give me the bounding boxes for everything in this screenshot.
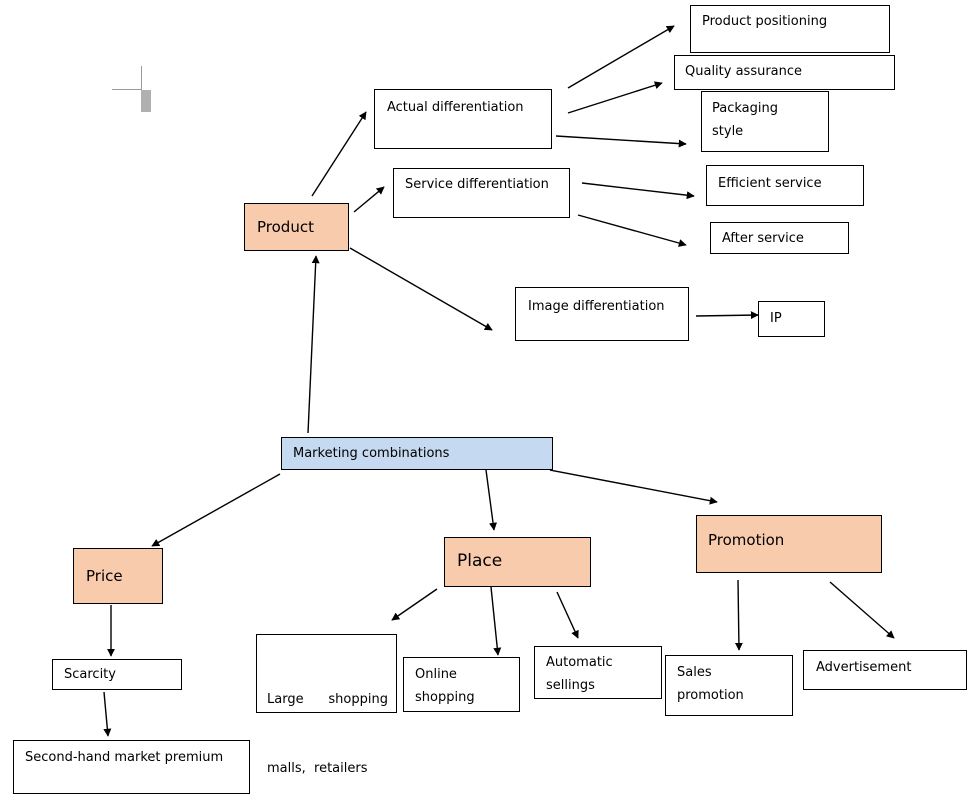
arrow-product-image — [349, 247, 493, 331]
scarcity-node: Scarcity — [52, 659, 182, 690]
automatic-sellings-node: Automatic sellings — [534, 646, 662, 699]
online-shopping-node: Online shopping — [403, 657, 520, 712]
ip-label: IP — [770, 311, 782, 326]
large-shopping-line2: malls, retailers — [267, 761, 368, 776]
arrow-image-ip — [695, 311, 759, 320]
arrow-marketing-product — [307, 255, 320, 434]
sales-promotion-node: Sales promotion — [665, 655, 793, 716]
product-positioning-node: Product positioning — [690, 5, 890, 53]
quality-assurance-node: Quality assurance — [674, 55, 895, 90]
arrow-place-automatic — [556, 591, 579, 639]
product-label: Product — [257, 218, 314, 236]
sales-promotion-line1: Sales — [677, 665, 712, 680]
efficient-service-label: Efficient service — [718, 176, 822, 191]
actual-differentiation-node: Actual differentiation — [374, 89, 552, 149]
marketing-combinations-label: Marketing combinations — [293, 446, 450, 461]
arrow-service-efficient — [581, 182, 695, 200]
quality-assurance-label: Quality assurance — [685, 64, 803, 79]
arrow-marketing-promotion — [549, 469, 718, 505]
arrow-place-online — [490, 586, 502, 656]
place-label: Place — [457, 551, 503, 571]
marketing-combinations-node: Marketing combinations — [281, 437, 553, 470]
product-positioning-label: Product positioning — [702, 14, 828, 29]
arrow-marketing-place — [485, 469, 498, 531]
place-node: Place — [444, 537, 591, 587]
promotion-node: Promotion — [696, 515, 882, 573]
arrow-actual-positioning — [567, 25, 675, 89]
image-differentiation-label: Image differentiation — [528, 299, 665, 314]
arrow-product-actual — [311, 111, 367, 197]
advertisement-label: Advertisement — [816, 660, 912, 675]
large-shopping-node: Large shopping malls, retailers — [256, 634, 397, 776]
advertisement-node: Advertisement — [803, 650, 967, 690]
online-shopping-line1: Online — [415, 667, 457, 682]
efficient-service-node: Efficient service — [706, 165, 864, 206]
automatic-sellings-line2: sellings — [546, 678, 595, 693]
packaging-style-line2: style — [712, 124, 744, 139]
arrow-promotion-advertisement — [829, 581, 895, 639]
scarcity-label: Scarcity — [64, 667, 116, 682]
arrow-product-service — [353, 186, 385, 213]
arrow-marketing-price — [151, 473, 281, 547]
ip-node: IP — [758, 301, 825, 337]
second-hand-premium-label: Second-hand market premium — [25, 750, 224, 765]
sales-promotion-line2: promotion — [677, 688, 744, 703]
service-differentiation-node: Service differentiation — [393, 168, 570, 218]
price-label: Price — [86, 567, 123, 585]
arrow-promotion-sales — [734, 579, 743, 651]
image-differentiation-node: Image differentiation — [515, 287, 689, 341]
packaging-style-node: Packaging style — [701, 91, 829, 152]
online-shopping-line2: shopping — [415, 690, 475, 705]
second-hand-premium-node: Second-hand market premium — [13, 740, 250, 794]
actual-differentiation-label: Actual differentiation — [387, 100, 524, 115]
arrow-actual-quality — [567, 81, 663, 114]
text-cursor-mark — [112, 66, 152, 112]
service-differentiation-label: Service differentiation — [405, 177, 549, 192]
price-node: Price — [73, 548, 163, 604]
arrow-actual-packaging — [555, 135, 687, 148]
packaging-style-line1: Packaging — [712, 101, 778, 116]
arrow-service-after — [577, 214, 687, 247]
product-node: Product — [244, 203, 349, 251]
promotion-label: Promotion — [708, 531, 785, 549]
automatic-sellings-line1: Automatic — [546, 655, 613, 670]
large-shopping-line1: Large shopping — [267, 692, 388, 707]
arrow-scarcity-secondhand — [103, 691, 112, 737]
after-service-node: After service — [710, 222, 849, 254]
arrow-place-large — [391, 588, 438, 621]
after-service-label: After service — [722, 231, 804, 246]
